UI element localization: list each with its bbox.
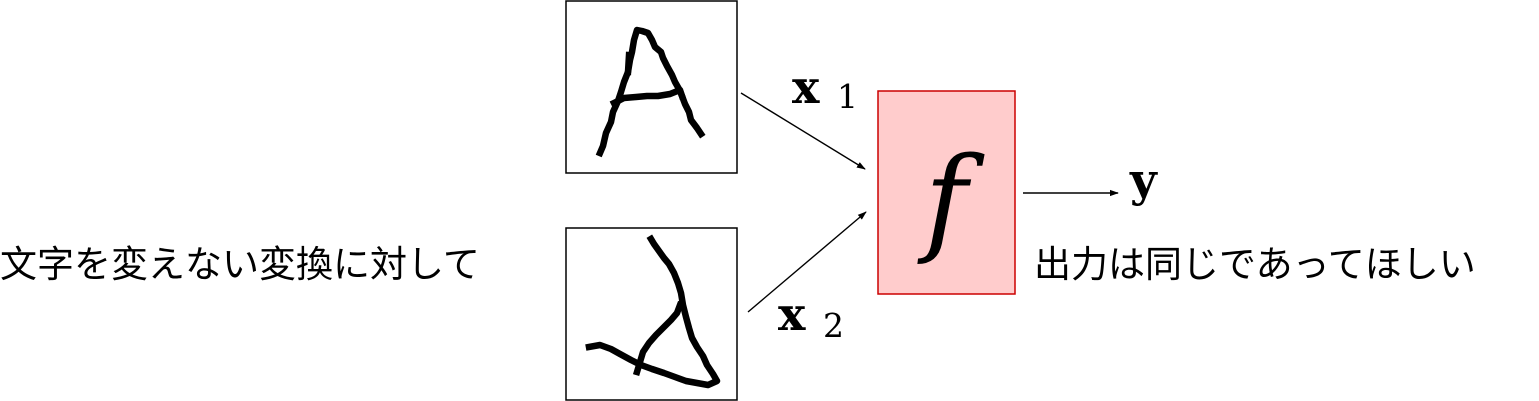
left-caption: 文字を変えない変換に対して [0, 243, 480, 286]
handwritten-rotated-a-glyph [585, 234, 721, 389]
output-label: y [1129, 153, 1158, 207]
function-box: f [877, 90, 1016, 295]
arrow-x1-to-f [740, 92, 866, 170]
input-image-2 [565, 227, 738, 401]
function-box-rect [877, 90, 1016, 295]
input-image-1-frame [565, 0, 738, 174]
input-1-symbol: x [792, 60, 820, 114]
handwritten-a-glyph [595, 26, 706, 158]
input-2-symbol: x [778, 287, 806, 341]
input-2-label: x 2 [778, 287, 844, 345]
right-caption: 出力は同じであってほしい [1034, 243, 1476, 286]
input-1-subscript: 1 [837, 77, 858, 116]
input-2-subscript: 2 [823, 306, 844, 345]
arrow-x2-to-f [747, 211, 867, 313]
input-1-label: x 1 [792, 60, 858, 116]
input-image-1 [565, 0, 738, 174]
